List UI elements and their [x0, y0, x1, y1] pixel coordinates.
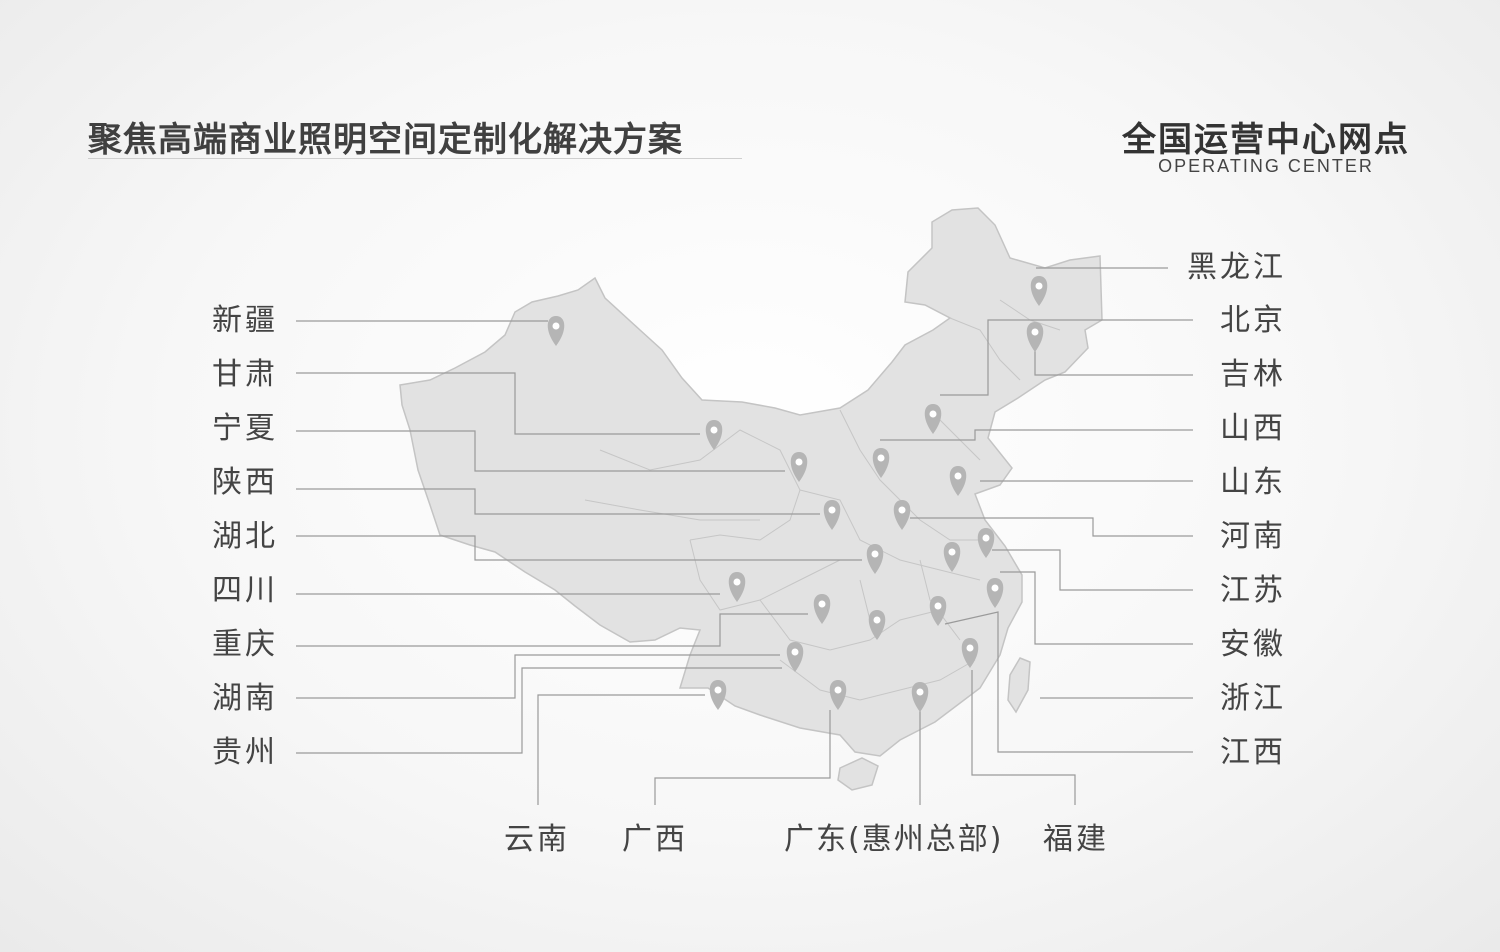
- pin-jilin-icon: [1026, 322, 1044, 352]
- label-henan: 河南: [1220, 519, 1286, 554]
- label-ningxia: 宁夏: [212, 411, 278, 446]
- label-shandong: 山东: [1220, 465, 1286, 500]
- label-sichuan: 四川: [212, 573, 278, 608]
- pin-jiangsu-icon: [977, 528, 995, 558]
- pin-henan-icon: [893, 500, 911, 530]
- location-pins: [547, 276, 1048, 712]
- china-mainland-shape: [399, 207, 1103, 757]
- label-zhejiang: 浙江: [1220, 681, 1286, 716]
- label-heilongjiang: 黑龙江: [1187, 250, 1286, 285]
- pin-fujian-icon: [961, 638, 979, 668]
- pin-hubei-icon: [866, 544, 884, 574]
- label-yunnan: 云南: [504, 822, 570, 857]
- label-chongqing: 重庆: [212, 627, 278, 662]
- pin-ningxia-icon: [790, 452, 808, 482]
- label-jiangsu: 江苏: [1220, 573, 1286, 608]
- label-hunan: 湖南: [212, 681, 278, 716]
- center-subtitle: OPERATING CENTER: [1158, 156, 1374, 176]
- pin-beijing-icon: [924, 404, 942, 434]
- label-guizhou: 贵州: [212, 735, 278, 770]
- pin-xinjiang-icon: [547, 316, 565, 346]
- pin-guangxi-icon: [829, 680, 847, 710]
- pin-zhejiang-icon: [986, 578, 1004, 608]
- label-jiangxi: 江西: [1220, 735, 1286, 770]
- pin-guangdong-icon: [911, 682, 929, 712]
- headline: 聚焦高端商业照明空间定制化解决方案: [88, 120, 683, 160]
- label-anhui: 安徽: [1220, 627, 1286, 662]
- pin-gansu-icon: [705, 420, 723, 450]
- pin-yunnan-icon: [709, 680, 727, 710]
- label-shanxi: 山西: [1220, 411, 1286, 446]
- pin-shandong-icon: [949, 466, 967, 496]
- pin-shaanxi-icon: [823, 500, 841, 530]
- pin-hunan-icon: [868, 610, 886, 640]
- pin-guizhou-icon: [786, 642, 804, 672]
- hainan-island: [837, 757, 879, 791]
- pin-jiangxi-icon: [929, 596, 947, 626]
- label-hubei: 湖北: [212, 519, 278, 554]
- label-guangdong-hq: 广东(惠州总部): [784, 822, 1004, 857]
- pin-heilongjiang-icon: [1030, 276, 1048, 306]
- taiwan-island: [1007, 657, 1031, 714]
- label-shaanxi: 陕西: [212, 465, 278, 500]
- leader-lines: [296, 267, 1193, 805]
- pin-anhui-icon: [943, 542, 961, 572]
- label-gansu: 甘肃: [212, 357, 278, 392]
- label-beijing: 北京: [1220, 303, 1286, 338]
- label-jilin: 吉林: [1220, 357, 1286, 392]
- label-fujian: 福建: [1043, 822, 1109, 857]
- pin-chongqing-icon: [813, 594, 831, 624]
- label-guangxi: 广西: [622, 822, 688, 857]
- pin-sichuan-icon: [728, 572, 746, 602]
- headline-divider: [88, 158, 742, 159]
- center-title: 全国运营中心网点: [1122, 120, 1410, 160]
- pin-shanxi-icon: [872, 448, 890, 478]
- label-xinjiang: 新疆: [212, 303, 278, 338]
